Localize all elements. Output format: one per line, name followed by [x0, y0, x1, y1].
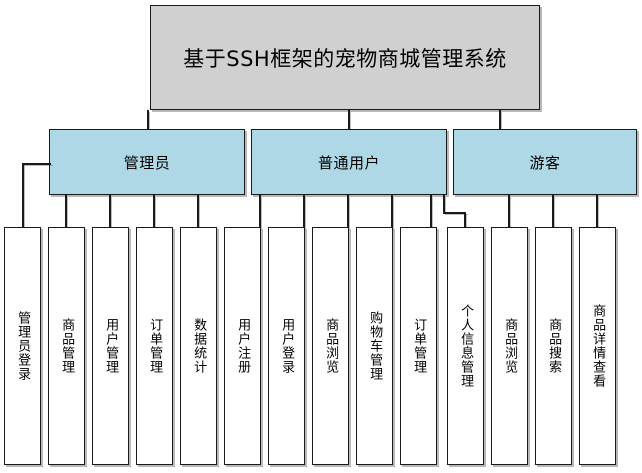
leaf-node-data-statistics: 数据统计 — [180, 227, 217, 465]
role-node-label-admin: 管理员 — [123, 153, 171, 172]
leaf-node-product-browse-user: 商品浏览 — [312, 227, 349, 465]
connector-guest-to-leaf-14 — [596, 195, 599, 229]
connector-admin-to-leaf-5 — [197, 195, 200, 229]
connector-user-elbow-v2 — [464, 212, 467, 229]
leaf-node-user-management: 用户管理 — [92, 227, 129, 465]
connector-guest-to-leaf-12 — [508, 195, 511, 229]
connector-user-elbow-h — [443, 212, 468, 215]
leaf-label-product-browse-guest: 商品浏览 — [502, 318, 518, 374]
connector-admin-to-leaf-4 — [153, 195, 156, 229]
leaf-node-product-management: 商品管理 — [48, 227, 85, 465]
connector-user-to-leaf-6 — [259, 195, 262, 229]
leaf-label-product-detail-view: 商品详情查看 — [590, 304, 606, 388]
leaf-node-order-management-admin: 订单管理 — [136, 227, 173, 465]
connector-user-to-leaf-9 — [391, 195, 394, 229]
leaf-node-admin-login: 管理员登录 — [4, 227, 41, 465]
leaf-label-data-statistics: 数据统计 — [191, 318, 207, 374]
leaf-label-product-browse-user: 商品浏览 — [323, 318, 339, 374]
root-node-system-title: 基于SSH框架的宠物商城管理系统 — [150, 5, 540, 110]
leaf-label-user-management: 用户管理 — [103, 318, 119, 374]
leaf-label-order-management-admin: 订单管理 — [147, 318, 163, 374]
leaf-label-admin-login: 管理员登录 — [15, 311, 31, 381]
root-node-label: 基于SSH框架的宠物商城管理系统 — [183, 46, 507, 71]
leaf-node-product-browse-guest: 商品浏览 — [491, 227, 528, 465]
role-node-label-guest: 游客 — [529, 153, 561, 172]
connector-user-to-leaf-8 — [347, 195, 350, 229]
leaf-label-cart-management: 购物车管理 — [367, 311, 383, 381]
leaf-node-cart-management: 购物车管理 — [356, 227, 393, 465]
connector-user-elbow-v1 — [443, 195, 446, 214]
leaf-node-product-detail-view: 商品详情查看 — [579, 227, 616, 465]
leaf-label-order-management-user: 订单管理 — [411, 318, 427, 374]
connector-root-to-user — [348, 110, 351, 131]
connector-admin-elbow-v — [22, 163, 25, 229]
role-node-admin: 管理员 — [49, 129, 245, 195]
leaf-node-user-login: 用户登录 — [268, 227, 305, 465]
leaf-node-profile-management: 个人信息管理 — [447, 227, 484, 465]
leaf-node-order-management-user: 订单管理 — [400, 227, 437, 465]
leaf-label-user-login: 用户登录 — [279, 318, 295, 374]
connector-user-to-leaf-10 — [430, 195, 433, 229]
leaf-label-product-management: 商品管理 — [59, 318, 75, 374]
leaf-label-profile-management: 个人信息管理 — [458, 304, 474, 388]
connector-root-to-guest — [499, 110, 502, 131]
role-node-user: 普通用户 — [251, 129, 447, 195]
connector-admin-to-leaf-2 — [65, 195, 68, 229]
leaf-label-product-search: 商品搜索 — [546, 318, 562, 374]
role-node-guest: 游客 — [453, 129, 637, 195]
leaf-label-user-registration: 用户注册 — [235, 318, 251, 374]
connector-guest-to-leaf-13 — [552, 195, 555, 229]
connector-root-to-admin — [147, 110, 150, 131]
connector-user-to-leaf-7 — [303, 195, 306, 229]
role-node-label-user: 普通用户 — [317, 153, 380, 172]
connector-admin-to-leaf-3 — [109, 195, 112, 229]
leaf-node-product-search: 商品搜索 — [535, 227, 572, 465]
leaf-node-user-registration: 用户注册 — [224, 227, 261, 465]
connector-admin-elbow-h — [22, 163, 53, 166]
